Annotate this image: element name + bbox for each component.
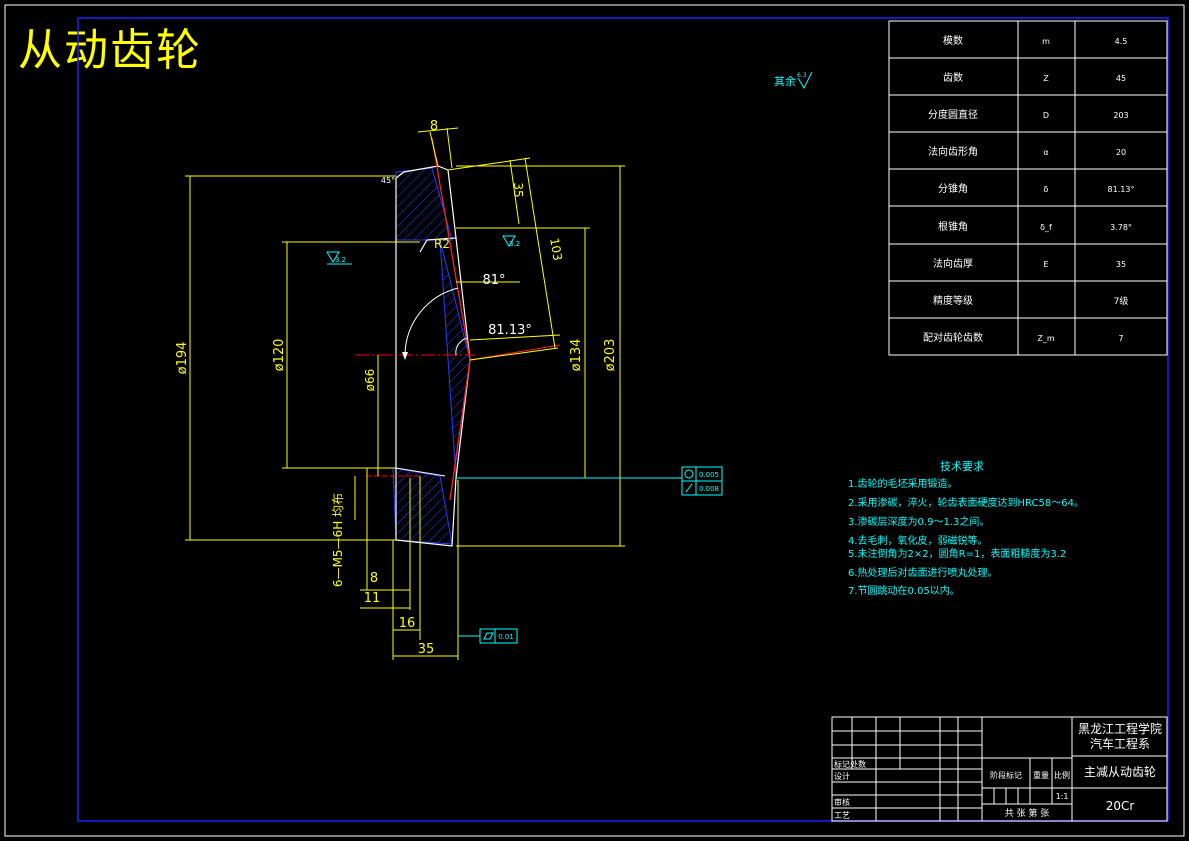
title-block-text: 黑龙江工程学院 汽车工程系 主减从动齿轮 20Cr 标记处数 设计 审核 工艺 … [834,721,1162,820]
dim-35: 35 [418,642,435,657]
tech-item: 3.渗碳层深度为0.9～1.3之间。 [848,515,989,528]
param-value: 3.78° [1110,223,1132,232]
param-name: 法向齿形角 [928,145,978,158]
param-symbol: δ [1044,185,1049,194]
tb-dept: 汽车工程系 [1090,736,1150,751]
tech-item: 4.去毛刺，氧化皮，弱磁锐等。 [848,534,988,547]
param-value: 203 [1113,111,1128,120]
tb-process: 工艺 [834,811,850,820]
tb-sheets: 共 张 第 张 [1005,807,1050,819]
dim-phi134: ø134 [569,339,584,372]
param-value: 81.13° [1108,185,1135,194]
gdt-frames: 0.005 0.008 0.01 [456,466,723,644]
dim-top-8: 8 [430,119,438,134]
tech-item: 1.齿轮的毛坯采用锻造。 [848,477,958,490]
dim-103: 103 [547,237,565,262]
runout-icon [685,483,693,493]
param-symbol: E [1043,260,1048,269]
drawing-frame [77,17,1169,822]
circularity-icon [684,469,694,479]
tech-item: 7.节圆跳动在0.05以内。 [848,584,960,597]
dim-angle-81-13: 81.13° [488,323,532,338]
tb-scale: 1:1 [1056,792,1069,801]
param-name: 模数 [943,34,963,47]
tb-ratio: 比例 [1054,770,1070,780]
hatch-lower [392,467,453,545]
roughness-rest-label: 其余 [774,74,796,88]
param-value: 7级 [1114,295,1129,307]
gear-section-view: 8 35 103 R2 81° 81.13° ø194 ø120 ø66 ø13… [175,119,625,660]
dim-8: 8 [370,571,378,586]
tb-part-name: 主减从动齿轮 [1084,765,1156,779]
dim-16: 16 [399,616,416,631]
dim-angle-81: 81° [482,273,505,288]
tb-mark: 标记处数 [834,759,866,769]
param-name: 分度圆直径 [928,108,978,121]
tech-requirements: 技术要求 1.齿轮的毛坯采用锻造。 2.采用渗碳，淬火，轮齿表面硬度达到HRC5… [848,460,1084,597]
tech-heading: 技术要求 [940,460,984,473]
dim-chamfer: 45° [381,176,395,185]
tb-stage: 阶段标记 [990,770,1022,780]
roughness-2: 3.2 [509,240,520,248]
tb-review: 审核 [834,797,850,807]
param-value: 4.5 [1115,37,1128,46]
tb-school: 黑龙江工程学院 [1078,721,1162,736]
dim-11: 11 [364,591,381,606]
param-symbol: Z [1043,74,1049,83]
params-table: 模数 m 4.5 齿数 Z 45 分度圆直径 D 203 法向齿形角 α 20 … [888,20,1168,356]
param-symbol: m [1042,37,1050,46]
tech-item: 6.热处理后对齿面进行喷丸处理。 [848,566,998,579]
param-value: 7 [1118,334,1123,343]
tb-weight: 重量 [1033,770,1049,780]
roughness-rest-value: 6.3 [797,72,807,79]
tech-item: 5.未注倒角为2×2，圆角R=1，表面粗糙度为3.2 [848,547,1066,560]
title-block [831,716,1168,822]
param-name: 分锥角 [938,183,968,195]
param-name: 根锥角 [938,220,968,233]
dim-phi66: ø66 [363,369,377,392]
param-name: 配对齿轮齿数 [923,331,983,344]
param-symbol: Z_m [1037,334,1054,343]
param-symbol: δ_f [1040,223,1052,232]
tb-material: 20Cr [1106,799,1135,813]
tech-item: 2.采用渗碳，淬火，轮齿表面硬度达到HRC58～64。 [848,496,1084,509]
tol-runout: 0.008 [699,485,719,493]
tol-circularity: 0.005 [699,471,719,479]
roughness-1: 3.2 [335,256,346,264]
sheet-border [4,4,1185,837]
roughness-icon [326,251,340,263]
roughness-rest: 其余 6.3 [774,71,813,90]
dim-thread: 6—M5—6H 均布 [331,493,345,587]
tb-design: 设计 [834,771,850,781]
roughness-icon [797,71,813,90]
param-name: 法向齿厚 [933,257,973,270]
param-value: 20 [1116,148,1126,157]
dim-phi203: ø203 [603,339,618,372]
roughness-icon [502,235,516,247]
dim-r2: R2 [434,237,450,251]
param-symbol: α [1043,148,1048,157]
dim-phi120: ø120 [272,339,287,372]
param-symbol: D [1043,111,1049,120]
drawing-title: 从动齿轮 [18,25,202,76]
dim-phi194: ø194 [175,342,190,375]
param-name: 精度等级 [933,294,973,307]
param-name: 齿数 [943,71,963,84]
param-value: 35 [1116,260,1126,269]
tol-flatness: 0.01 [498,633,514,641]
dim-35-vertical: 35 [511,182,525,197]
param-value: 45 [1116,74,1126,83]
flatness-icon [483,632,494,640]
